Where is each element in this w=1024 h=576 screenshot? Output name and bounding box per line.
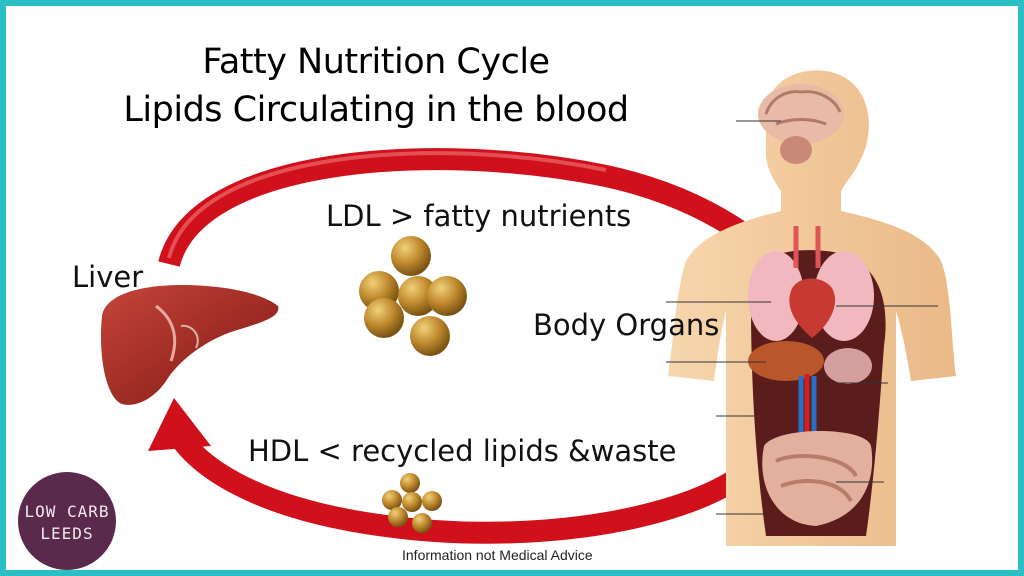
title-line-2: Lipids Circulating in the blood <box>123 90 629 130</box>
hdl-particles <box>382 473 442 533</box>
logo-line-1: LOW CARB <box>24 502 110 521</box>
disclaimer-text: Information not Medical Advice <box>402 547 593 563</box>
low-carb-leeds-logo: LOW CARB LEEDS <box>18 472 116 570</box>
logo-line-2: LEEDS <box>40 524 94 543</box>
ldl-label: LDL > fatty nutrients <box>326 199 632 233</box>
liver-label: Liver <box>72 260 144 294</box>
liver-illustration <box>100 285 279 405</box>
title-line-1: Fatty Nutrition Cycle <box>202 42 550 82</box>
body-organs-label: Body Organs <box>533 308 720 342</box>
diagram-graphics <box>100 70 956 546</box>
hdl-label: HDL < recycled lipids &waste <box>248 434 677 468</box>
body-organs-illustration <box>666 70 956 546</box>
ldl-particles <box>359 236 467 356</box>
